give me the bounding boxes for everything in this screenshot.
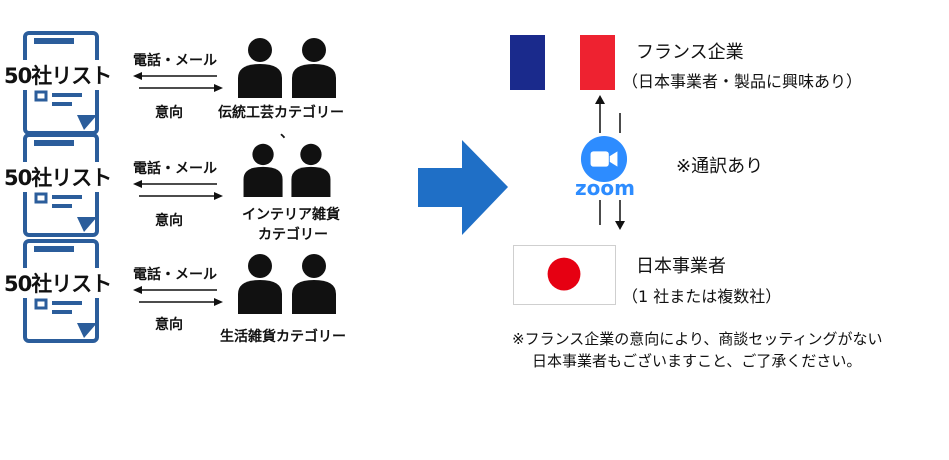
list-row-2: 50社リスト 電話・メール 意向 インテリア雑貨 カテゴリー <box>0 132 380 247</box>
interpretation-note: ※通訳あり <box>676 156 764 177</box>
people-group-icon <box>243 143 331 197</box>
intent-label: 意向 <box>155 105 183 121</box>
intent-label: 意向 <box>155 317 183 333</box>
category-label: 伝統工芸カテゴリー <box>218 105 344 121</box>
france-subtitle: （日本事業者・製品に興味あり） <box>622 72 863 91</box>
up-down-arrows-icon <box>595 95 625 230</box>
category-label: 生活雑貨カテゴリー <box>220 329 346 345</box>
list-label: 50社リスト <box>2 162 114 192</box>
zoom-logo-text: zoom <box>575 176 635 200</box>
japan-subtitle: （1 社または複数社） <box>622 287 782 306</box>
right-arrow-icon <box>418 140 508 235</box>
two-way-arrow-icon <box>133 72 223 92</box>
footnote-line2: 日本事業者もございますこと、ご了承ください。 <box>532 352 862 370</box>
list-row-3: 50社リスト 電話・メール 意向 生活雑貨カテゴリー <box>0 238 380 353</box>
two-way-arrow-icon <box>133 286 223 306</box>
list-label: 50社リスト <box>2 268 114 298</box>
japan-flag-icon <box>513 245 616 305</box>
contact-method-label: 電話・メール <box>133 53 217 69</box>
list-label: 50社リスト <box>2 60 114 90</box>
intent-label: 意向 <box>155 213 183 229</box>
contact-method-label: 電話・メール <box>133 161 217 177</box>
category-label-line2: カテゴリー <box>258 227 328 243</box>
list-row-1: 50社リスト 電話・メール 意向 伝統工芸カテゴリー 、 <box>0 30 380 145</box>
people-group-icon <box>238 254 336 314</box>
japan-title: 日本事業者 <box>636 256 726 277</box>
people-group-icon <box>238 38 336 98</box>
zoom-video-camera-icon <box>580 135 628 183</box>
two-way-arrow-icon <box>133 180 223 200</box>
category-label-line1: インテリア雑貨 <box>242 207 340 223</box>
france-title: フランス企業 <box>636 42 744 63</box>
footnote-line1: ※フランス企業の意向により、商談セッティングがない <box>512 330 883 348</box>
contact-method-label: 電話・メール <box>133 267 217 283</box>
stray-mark: 、 <box>280 125 294 141</box>
france-flag-icon <box>510 35 615 90</box>
